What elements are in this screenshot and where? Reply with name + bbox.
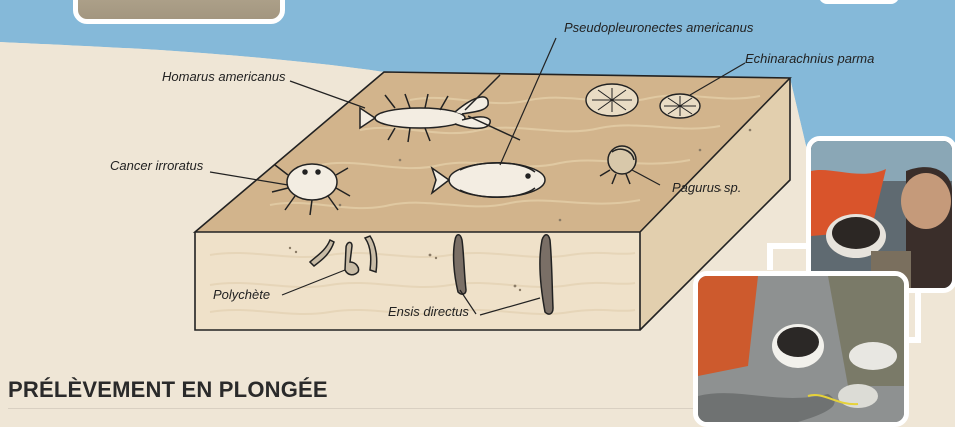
label-homarus-americanus: Homarus americanus (162, 69, 286, 84)
photo-sample-bucket-bottom (693, 271, 909, 427)
photo-icon (811, 141, 952, 288)
photo-sample-bucket-top (806, 136, 955, 293)
photo-frame-top-right (819, 0, 899, 4)
page-title: PRÉLÈVEMENT EN PLONGÉE (8, 377, 328, 403)
label-cancer-irroratus: Cancer irroratus (110, 158, 203, 173)
photo-top-left-diver (73, 0, 285, 24)
label-polychete: Polychète (213, 287, 270, 302)
photo-icon (698, 276, 904, 422)
label-ensis-directus: Ensis directus (388, 304, 469, 319)
label-pseudopleuronectes-americanus: Pseudopleuronectes americanus (564, 20, 753, 35)
title-underline (8, 408, 728, 409)
label-echinarachnius-parma: Echinarachnius parma (745, 51, 874, 66)
label-pagurus-sp: Pagurus sp. (672, 180, 741, 195)
